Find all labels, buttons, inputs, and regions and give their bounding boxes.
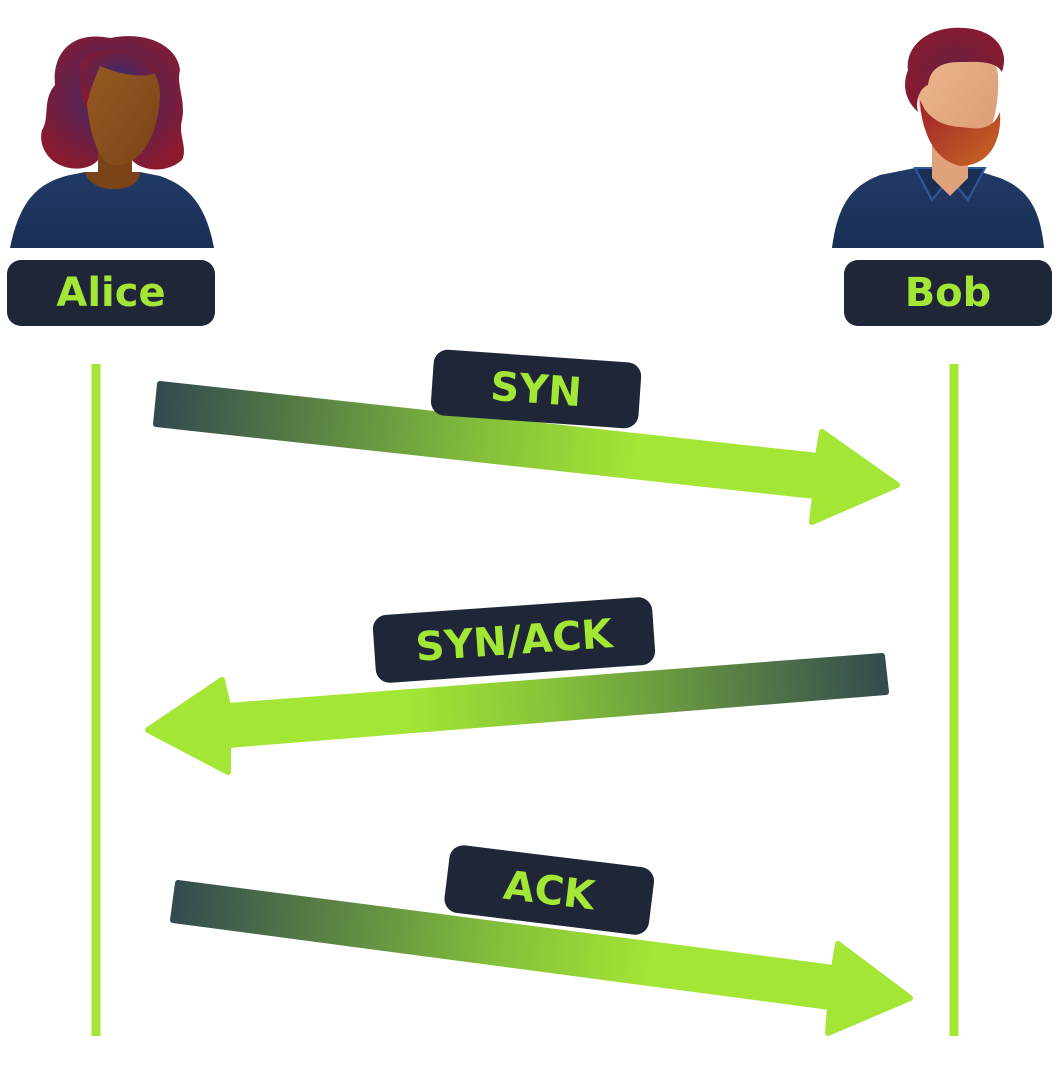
bearded-man-avatar-icon <box>832 27 1044 248</box>
alice-name-badge: Alice <box>7 260 215 326</box>
syn-arrow <box>153 381 900 525</box>
ack-label: ACK <box>501 863 599 920</box>
bob-name-label: Bob <box>905 270 992 316</box>
ack-arrow <box>170 880 913 1036</box>
alice-name-label: Alice <box>56 270 165 316</box>
woman-avatar-icon <box>10 36 214 248</box>
bob-name-badge: Bob <box>844 260 1052 326</box>
syn-label: SYN <box>489 364 583 416</box>
ack-label-badge: ACK <box>444 845 655 935</box>
syn-label-badge: SYN <box>430 349 642 429</box>
syn-ack-arrow <box>145 653 889 775</box>
syn-ack-label-badge: SYN/ACK <box>372 597 656 683</box>
